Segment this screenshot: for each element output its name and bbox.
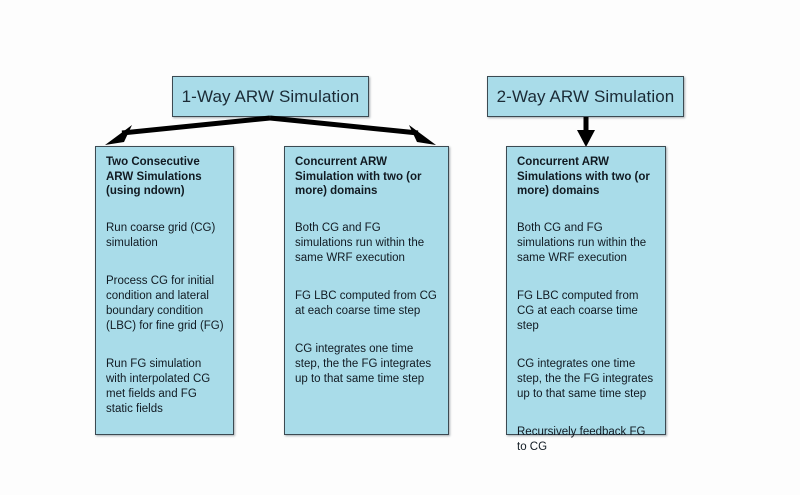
- column-concurrent-one-way[interactable]: Concurrent ARW Simulation with two (or m…: [284, 146, 449, 435]
- column-concurrent-one-way-item-2: FG LBC computed from CG at each coarse t…: [295, 289, 437, 317]
- column-ndown[interactable]: Two Consecutive ARW Simulations (using n…: [95, 146, 234, 435]
- column-ndown-item-2: Process CG for initial condition and lat…: [106, 275, 224, 332]
- column-concurrent-two-way-item-3: CG integrates one time step, the the FG …: [517, 357, 654, 400]
- connector-two-way-to-concurrent: [577, 117, 595, 147]
- node-one-way-label: 1-Way ARW Simulation: [181, 86, 360, 106]
- node-two-way-arw-simulation[interactable]: 2-Way ARW Simulation: [487, 76, 684, 117]
- column-concurrent-one-way-item-1: Both CG and FG simulations run within th…: [295, 222, 425, 265]
- connector-one-way-to-concurrent: [269, 115, 436, 145]
- column-ndown-heading: Two Consecutive ARW Simulations (using n…: [106, 156, 202, 198]
- column-concurrent-two-way-item-4: Recursively feedback FG to CG: [517, 425, 646, 453]
- column-ndown-item-1: Run coarse grid (CG) simulation: [106, 222, 216, 250]
- column-concurrent-one-way-heading: Concurrent ARW Simulation with two (or m…: [295, 156, 422, 198]
- column-concurrent-one-way-item-3: CG integrates one time step, the the FG …: [295, 342, 432, 385]
- column-concurrent-two-way-item-1: Both CG and FG simulations run within th…: [517, 222, 647, 265]
- column-ndown-item-3: Run FG simulation with interpolated CG m…: [106, 357, 211, 415]
- connector-one-way-to-ndown: [105, 115, 271, 145]
- column-concurrent-two-way-item-2: FG LBC computed from CG at each coarse t…: [517, 289, 639, 332]
- column-concurrent-two-way-heading: Concurrent ARW Simulations with two (or …: [517, 156, 650, 198]
- column-concurrent-two-way[interactable]: Concurrent ARW Simulations with two (or …: [506, 146, 666, 453]
- node-one-way-arw-simulation[interactable]: 1-Way ARW Simulation: [172, 76, 369, 117]
- node-two-way-label: 2-Way ARW Simulation: [496, 86, 675, 106]
